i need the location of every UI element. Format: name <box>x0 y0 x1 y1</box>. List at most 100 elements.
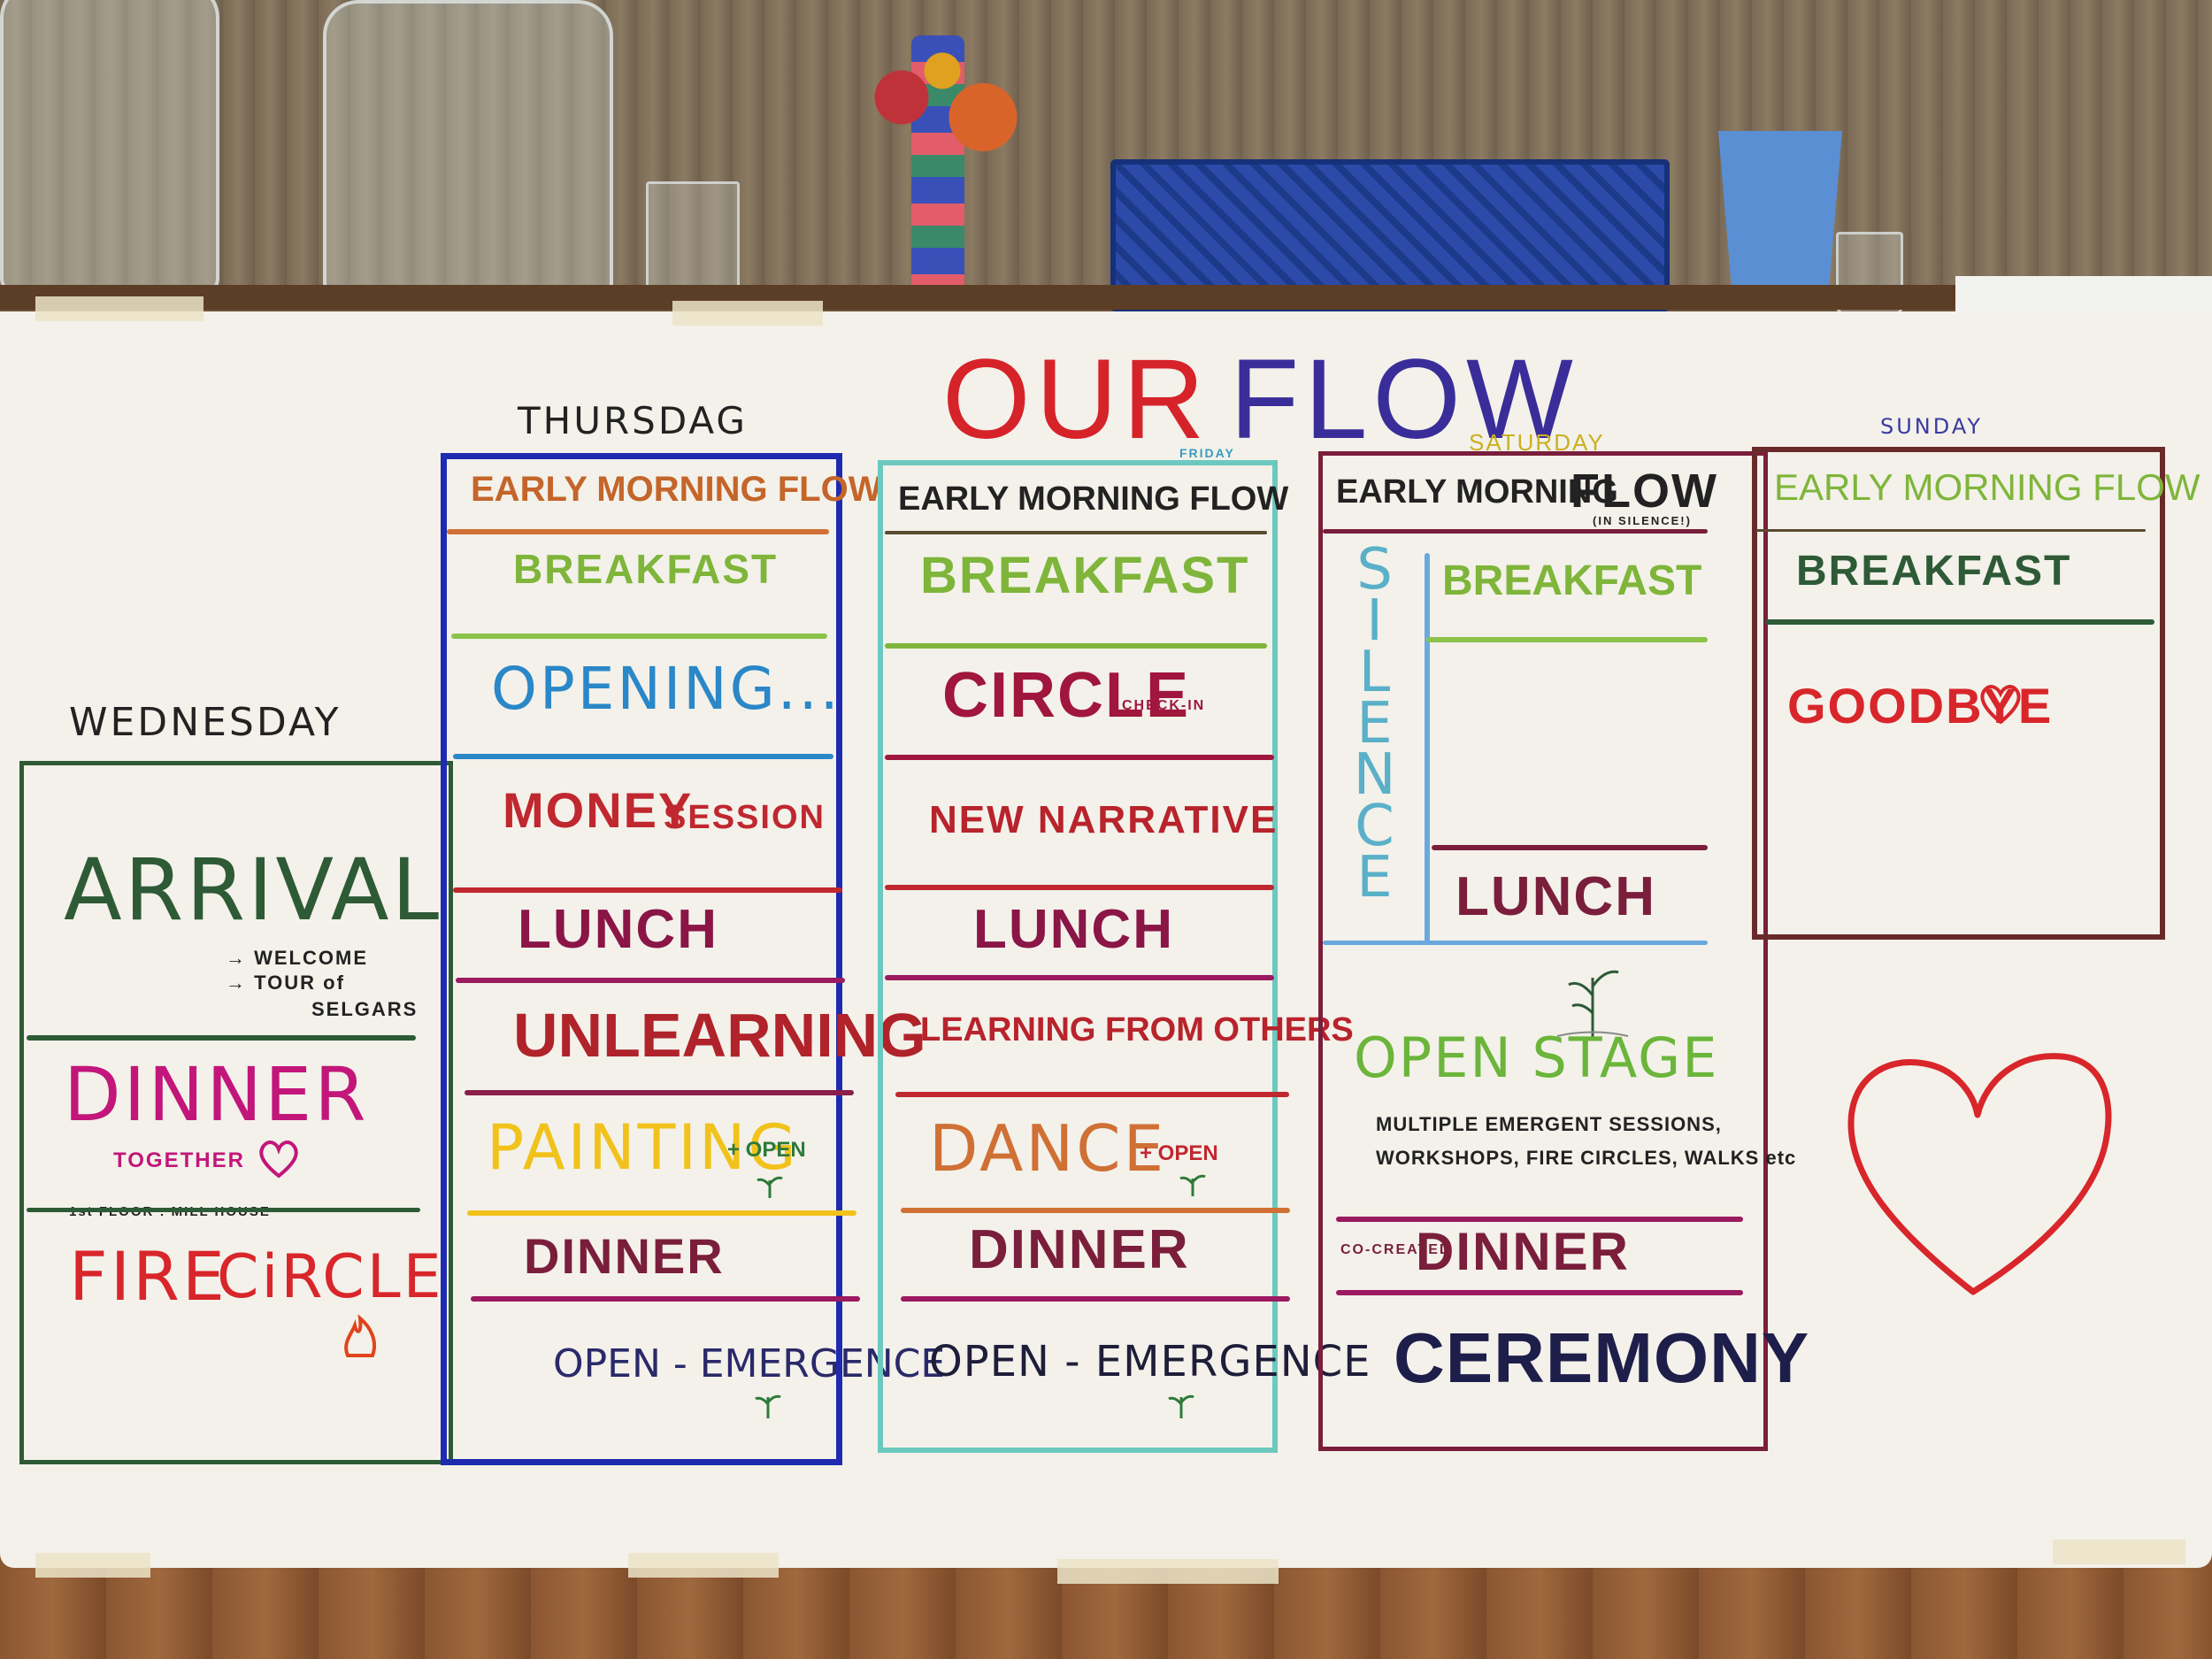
day-label-friday: FRIDAY <box>1179 446 1235 460</box>
divider <box>1426 637 1708 642</box>
day-label-sunday: SUNDAY <box>1880 414 1984 439</box>
open-stage-saturday: OPEN STAGE <box>1354 1025 1719 1090</box>
cocreated-note: CO-CREATED <box>1340 1242 1452 1257</box>
arrival-label: ARRIVAL <box>64 841 442 940</box>
heart-icon <box>1980 685 2021 725</box>
day-label-thursday: THURSDAG <box>518 399 748 442</box>
lunch-friday: LUNCH <box>973 899 1174 960</box>
divider <box>885 975 1274 980</box>
tape <box>628 1553 779 1578</box>
divider <box>885 755 1274 760</box>
divider <box>1323 529 1708 534</box>
lunch-saturday: LUNCH <box>1455 866 1656 927</box>
divider <box>1336 1290 1743 1295</box>
multiple-note-1: MULTIPLE EMERGENT SESSIONS, <box>1376 1113 1722 1135</box>
divider <box>465 1090 854 1095</box>
sprout-icon <box>755 1394 781 1418</box>
divider <box>27 1208 420 1212</box>
dinner-wednesday: DINNER <box>64 1051 369 1138</box>
divider <box>451 634 827 639</box>
circle-label: CiRCLE <box>217 1242 444 1312</box>
painting-thursday: PAINTING <box>487 1111 799 1184</box>
divider <box>885 531 1267 534</box>
corrugated-wall <box>0 0 2212 301</box>
divider <box>1765 619 2154 625</box>
goodbye-sunday: GOODBYE <box>1787 678 2054 733</box>
divider <box>447 529 829 534</box>
divider <box>27 1035 416 1041</box>
circle-friday: CIRCLE <box>942 660 1190 731</box>
heart-icon <box>259 1141 298 1179</box>
thursday-column <box>441 453 842 1465</box>
divider <box>1756 529 2146 532</box>
fire-icon <box>344 1314 377 1357</box>
sprout-icon <box>1556 970 1629 1038</box>
divider <box>885 885 1274 890</box>
unlearning-thursday: UNLEARNING <box>513 1001 926 1070</box>
money-thursday: MONEY <box>503 782 694 838</box>
breakfast-thursday: BREAKFAST <box>513 546 779 592</box>
open-emergence-friday: OPEN - EMERGENCE <box>929 1337 1371 1386</box>
welcome-note: → WELCOME <box>226 947 368 969</box>
sunday-column <box>1752 447 2165 940</box>
tape <box>2053 1540 2185 1564</box>
checkin-friday: CHECK-IN <box>1122 698 1206 713</box>
insilence-note: (IN SILENCE!) <box>1593 514 1692 527</box>
flowers <box>841 44 1044 177</box>
sprout-icon <box>1179 1174 1206 1196</box>
ceremony-saturday: CEREMONY <box>1394 1318 1810 1397</box>
tour-note: → TOUR of <box>226 972 345 994</box>
selgars-note: SELGARS <box>311 998 419 1020</box>
title-flow: FLOW <box>1230 336 1578 463</box>
tape <box>672 301 823 326</box>
early-friday: EARLY MORNING FLOW <box>898 480 1289 518</box>
silence-vertical: SILENCE <box>1353 537 1399 910</box>
tape <box>35 296 204 321</box>
silence-divider <box>1425 553 1430 942</box>
plus-open-friday: + OPEN <box>1140 1141 1218 1165</box>
plus-open-thursday: + OPEN <box>727 1138 806 1162</box>
multiple-note-2: WORKSHOPS, FIRE CIRCLES, WALKS etc <box>1376 1147 1797 1169</box>
title-our: OUR <box>942 336 1210 463</box>
sprout-icon <box>1168 1394 1194 1418</box>
blue-cup <box>1718 131 1842 308</box>
opening-thursday: OPENING... <box>491 655 841 723</box>
breakfast-saturday: BREAKFAST <box>1442 557 1702 604</box>
lunch-thursday: LUNCH <box>518 899 718 960</box>
divider <box>901 1296 1290 1302</box>
divider <box>1323 941 1708 945</box>
glass-dispenser-right <box>323 0 613 299</box>
divider <box>895 1092 1289 1097</box>
divider <box>453 887 842 893</box>
drinking-glass <box>646 181 740 297</box>
divider <box>467 1210 856 1216</box>
divider <box>471 1296 860 1302</box>
dinner-friday: DINNER <box>969 1219 1190 1280</box>
day-label-wednesday: WEDNESDAY <box>69 700 342 745</box>
early-sunday: EARLY MORNING FLOW <box>1774 466 2200 508</box>
tape <box>1057 1559 1279 1584</box>
divider <box>453 754 833 759</box>
day-label-saturday: SATURDAY <box>1469 429 1605 456</box>
flow-saturday: FLOW <box>1571 465 1718 518</box>
glass-dispenser-left <box>0 0 219 295</box>
divider <box>901 1208 1290 1213</box>
dance-friday: DANCE <box>929 1111 1167 1186</box>
divider <box>885 643 1267 649</box>
divider <box>456 978 845 983</box>
wooden-shelf <box>0 285 2212 310</box>
narrative-friday: NEW NARRATIVE <box>929 798 1279 841</box>
dinner-thursday: DINNER <box>524 1228 725 1284</box>
breakfast-friday: BREAKFAST <box>920 547 1250 604</box>
divider <box>1432 845 1708 850</box>
learning-friday: LEARNING FROM OTHERS <box>920 1011 1354 1048</box>
session-thursday: SESSION <box>664 799 826 836</box>
saturday-column <box>1318 451 1768 1451</box>
sprout-icon <box>757 1176 783 1198</box>
early-saturday: EARLY MORNING <box>1336 473 1618 511</box>
fire-label: FIRE <box>69 1237 227 1316</box>
together-note: TOGETHER <box>113 1148 245 1172</box>
early-thursday: EARLY MORNING FLOW <box>471 470 882 509</box>
big-heart-icon <box>1847 1053 2112 1295</box>
tape <box>35 1553 150 1578</box>
